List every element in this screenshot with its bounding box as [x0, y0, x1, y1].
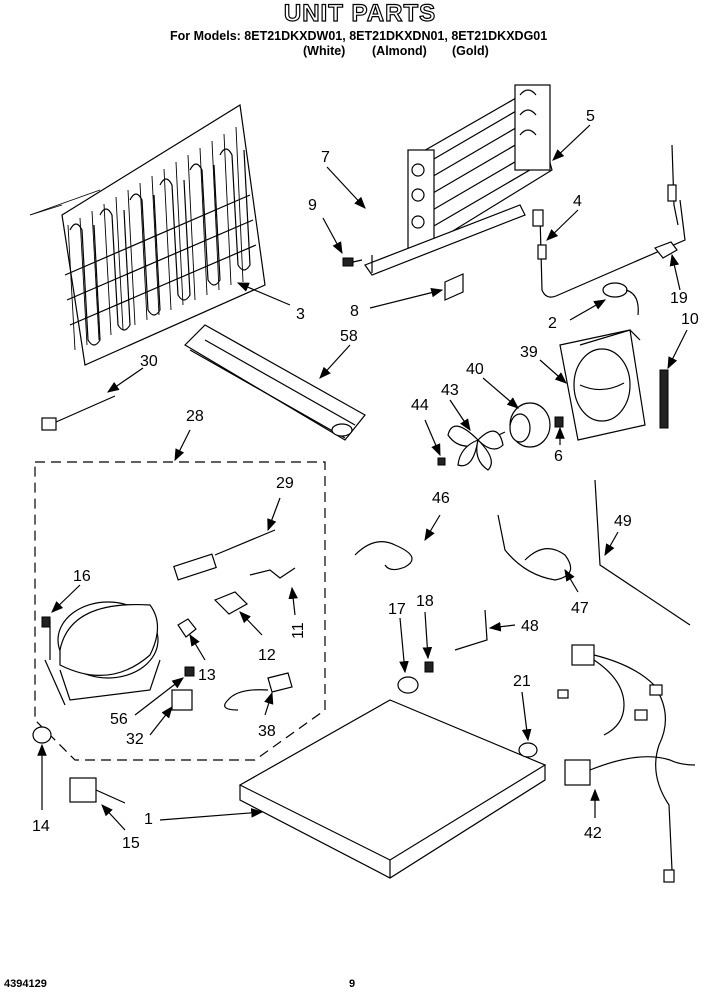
screw-18	[424, 661, 434, 673]
callout-48: 48	[521, 618, 539, 635]
wire-30	[41, 395, 116, 431]
callout-56: 56	[110, 711, 128, 728]
callout-38: 38	[258, 723, 276, 740]
callout-47: 47	[571, 600, 589, 617]
callout-14: 14	[32, 818, 50, 835]
grommet-2	[602, 282, 639, 316]
tube-47	[497, 514, 572, 581]
compressor-group-border	[34, 461, 326, 761]
callout-43: 43	[441, 382, 459, 399]
callout-40: 40	[466, 361, 484, 378]
fan-blade	[447, 425, 504, 471]
callout-18: 18	[416, 593, 434, 610]
callout-42: 42	[584, 825, 602, 842]
callout-2: 2	[548, 315, 557, 332]
callout-6: 6	[554, 448, 563, 465]
page-title: UNIT PARTS	[283, 0, 437, 28]
callout-13: 13	[198, 667, 216, 684]
callout-8: 8	[350, 303, 359, 320]
cover-38	[224, 672, 293, 711]
overload-12	[213, 591, 248, 615]
drain-trough	[184, 324, 366, 441]
power-cord-15	[69, 777, 126, 804]
callout-10: 10	[681, 311, 699, 328]
wire-harness	[557, 644, 696, 883]
screw-56	[184, 666, 195, 677]
callout-19: 19	[670, 290, 688, 307]
callout-29: 29	[276, 475, 294, 492]
leveler-21	[518, 742, 538, 758]
doc-number: 4394129	[4, 978, 47, 990]
callout-4: 4	[573, 193, 582, 210]
callout-9: 9	[308, 197, 317, 214]
base-pan	[238, 699, 547, 879]
models-line: For Models: 8ET21DKXDW01, 8ET21DKXDN01, …	[170, 29, 548, 43]
callout-17: 17	[388, 601, 406, 618]
tube-11	[249, 567, 296, 579]
callout-44: 44	[411, 397, 429, 414]
callout-12: 12	[258, 647, 276, 664]
callout-39: 39	[520, 344, 538, 361]
screw-16	[41, 616, 51, 628]
color-almond: (Almond)	[372, 44, 427, 58]
clip-19	[654, 241, 678, 259]
page-number: 9	[349, 978, 356, 990]
relay-13	[177, 618, 197, 638]
gasket-10	[659, 369, 669, 429]
callout-11: 11	[290, 622, 307, 639]
callout-21: 21	[513, 673, 531, 690]
callout-58: 58	[340, 328, 358, 345]
tube-46	[354, 541, 413, 571]
callout-28: 28	[186, 408, 204, 425]
color-white: (White)	[303, 44, 346, 58]
callout-16: 16	[73, 568, 91, 585]
color-gold: (Gold)	[452, 44, 489, 58]
fan-motor	[487, 402, 551, 448]
callout-30: 30	[140, 353, 158, 370]
drier-29	[173, 529, 276, 581]
compressor	[44, 601, 161, 706]
relay-32	[171, 689, 193, 711]
condenser-coil	[29, 104, 266, 366]
fan-shroud	[559, 329, 646, 441]
grommet-14	[32, 726, 52, 744]
callout-3: 3	[296, 306, 305, 323]
roller-17	[397, 676, 419, 694]
callout-32: 32	[126, 731, 144, 748]
thermostat-plug	[532, 209, 544, 227]
tube-48	[454, 609, 488, 651]
callout-46: 46	[432, 490, 450, 507]
screw-6	[554, 416, 564, 428]
callout-15: 15	[122, 835, 140, 852]
clip-44	[437, 457, 446, 466]
evaporator-assembly	[342, 84, 553, 301]
defrost-thermostat	[539, 199, 686, 298]
callout-7: 7	[321, 149, 330, 166]
callout-1: 1	[144, 811, 153, 828]
callout-49: 49	[614, 513, 632, 530]
callout-5: 5	[586, 108, 595, 125]
tube-49	[594, 479, 691, 626]
